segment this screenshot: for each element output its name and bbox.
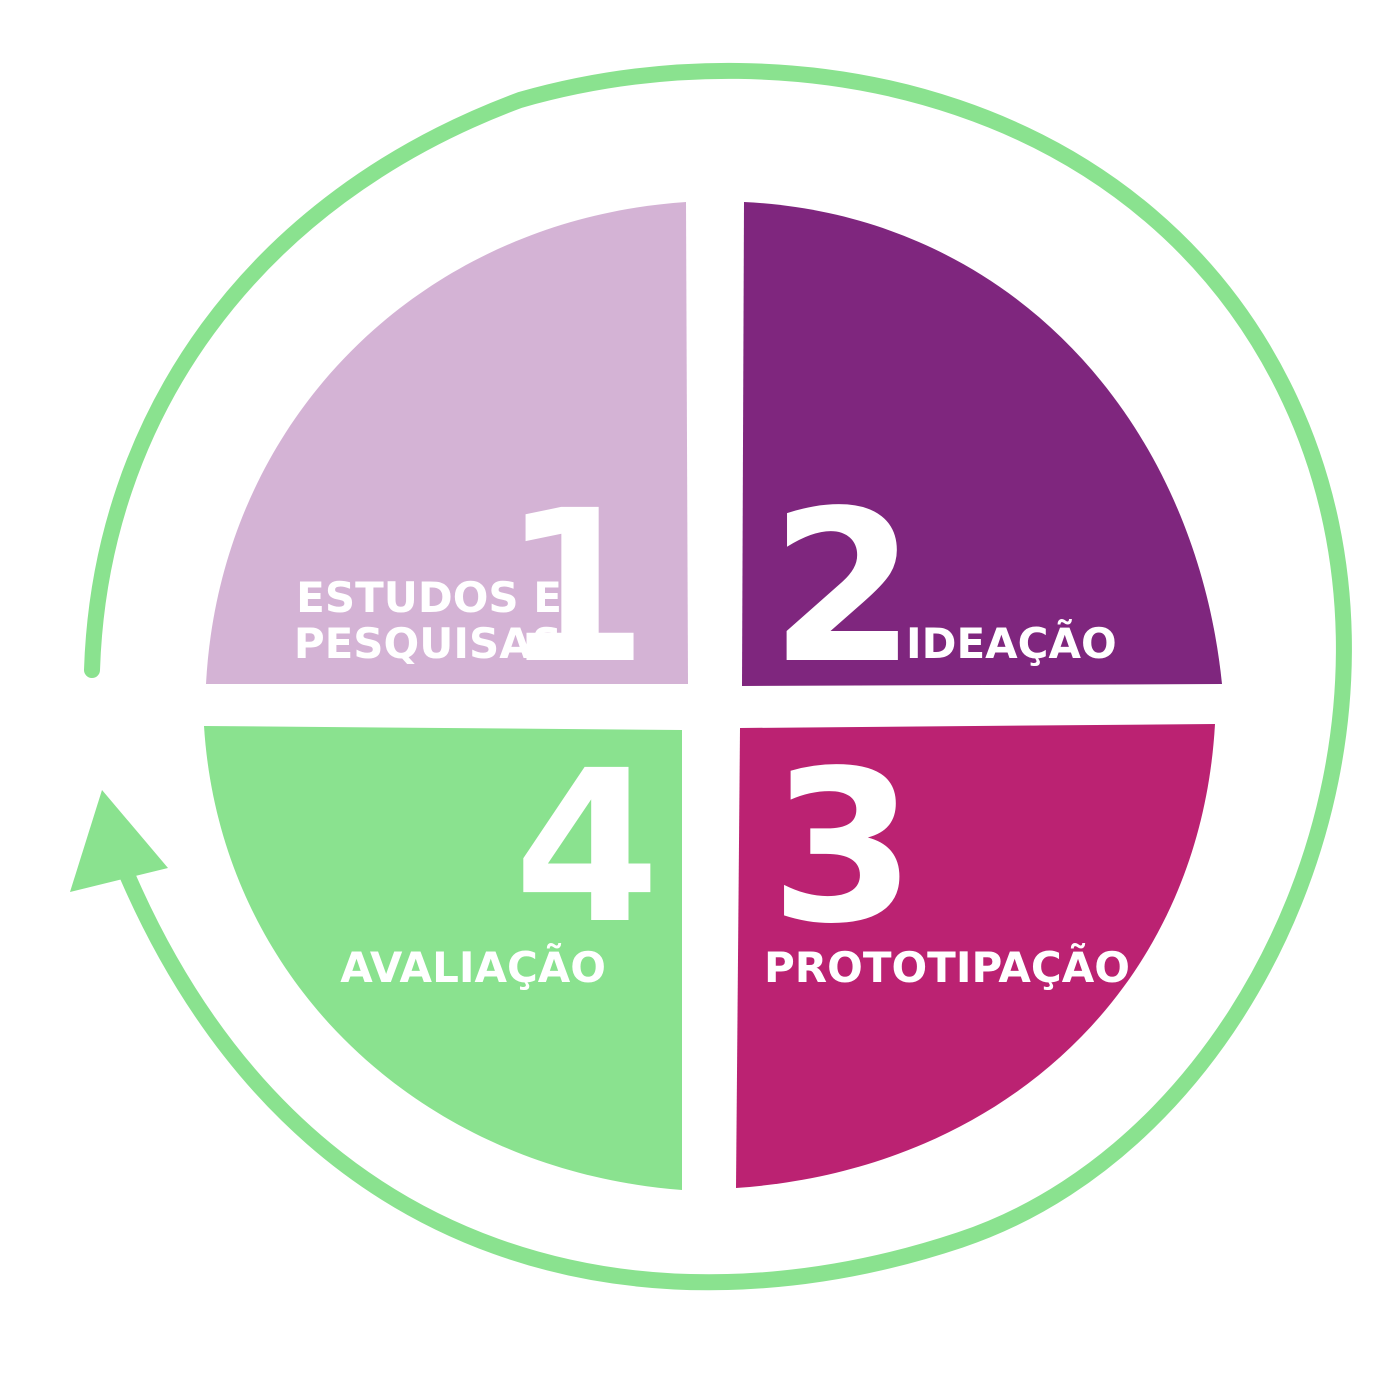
stage-4-number: 4 [514, 725, 660, 970]
stage-1-number: 1 [502, 465, 648, 710]
stage-2-number: 2 [770, 465, 916, 710]
stage-1-quadrant [206, 202, 688, 684]
stage-1-label-line1: ESTUDOS E [296, 573, 562, 622]
cycle-arrow-head [70, 790, 168, 892]
stage-2-quadrant [742, 202, 1222, 686]
stage-4-quadrant [204, 726, 682, 1190]
stage-2-label: IDEAÇÃO [906, 618, 1117, 668]
stage-3-label: PROTOTIPAÇÃO [764, 942, 1130, 992]
stage-1-label-line2: PESQUISAS [294, 619, 562, 668]
cycle-arrow-ring [84, 62, 1352, 1291]
stage-3-number: 3 [770, 725, 916, 970]
stage-3-quadrant [736, 724, 1215, 1188]
stage-4-label: AVALIAÇÃO [340, 942, 606, 992]
